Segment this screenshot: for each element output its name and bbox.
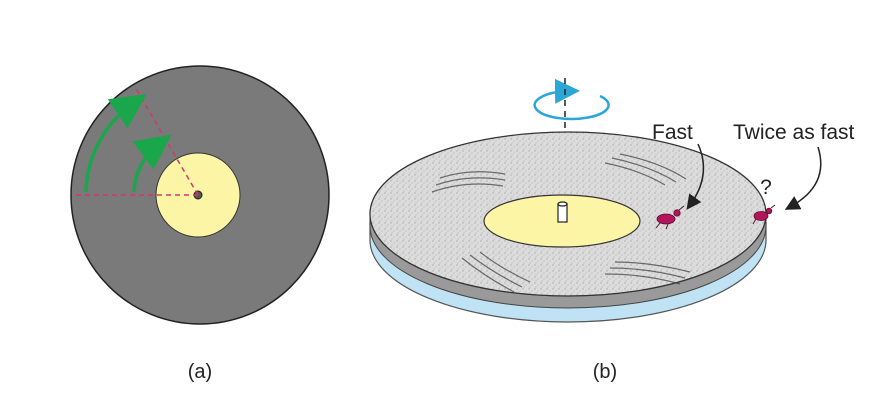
caption-a: (a) <box>188 361 212 383</box>
radius-lines <box>72 86 199 196</box>
groove-shading <box>431 153 691 293</box>
panel-b: Fast Twice as fast ? (b) <box>369 78 855 383</box>
inner-arc-arrow <box>132 134 172 193</box>
label-twice-as-fast: Twice as fast <box>733 121 855 144</box>
spindle <box>557 201 568 223</box>
rotation-arrow <box>533 78 610 121</box>
caption-b: (b) <box>593 361 617 383</box>
outer-arc-arrow <box>84 94 147 193</box>
bug-twice-as-fast <box>752 204 776 225</box>
pointer-twice-as-fast <box>784 146 822 210</box>
bug-fast <box>655 205 685 230</box>
pointer-fast <box>686 143 705 210</box>
label-fast: Fast <box>652 121 693 144</box>
question-mark: ? <box>760 176 772 199</box>
panel-a: (a) <box>70 65 330 383</box>
